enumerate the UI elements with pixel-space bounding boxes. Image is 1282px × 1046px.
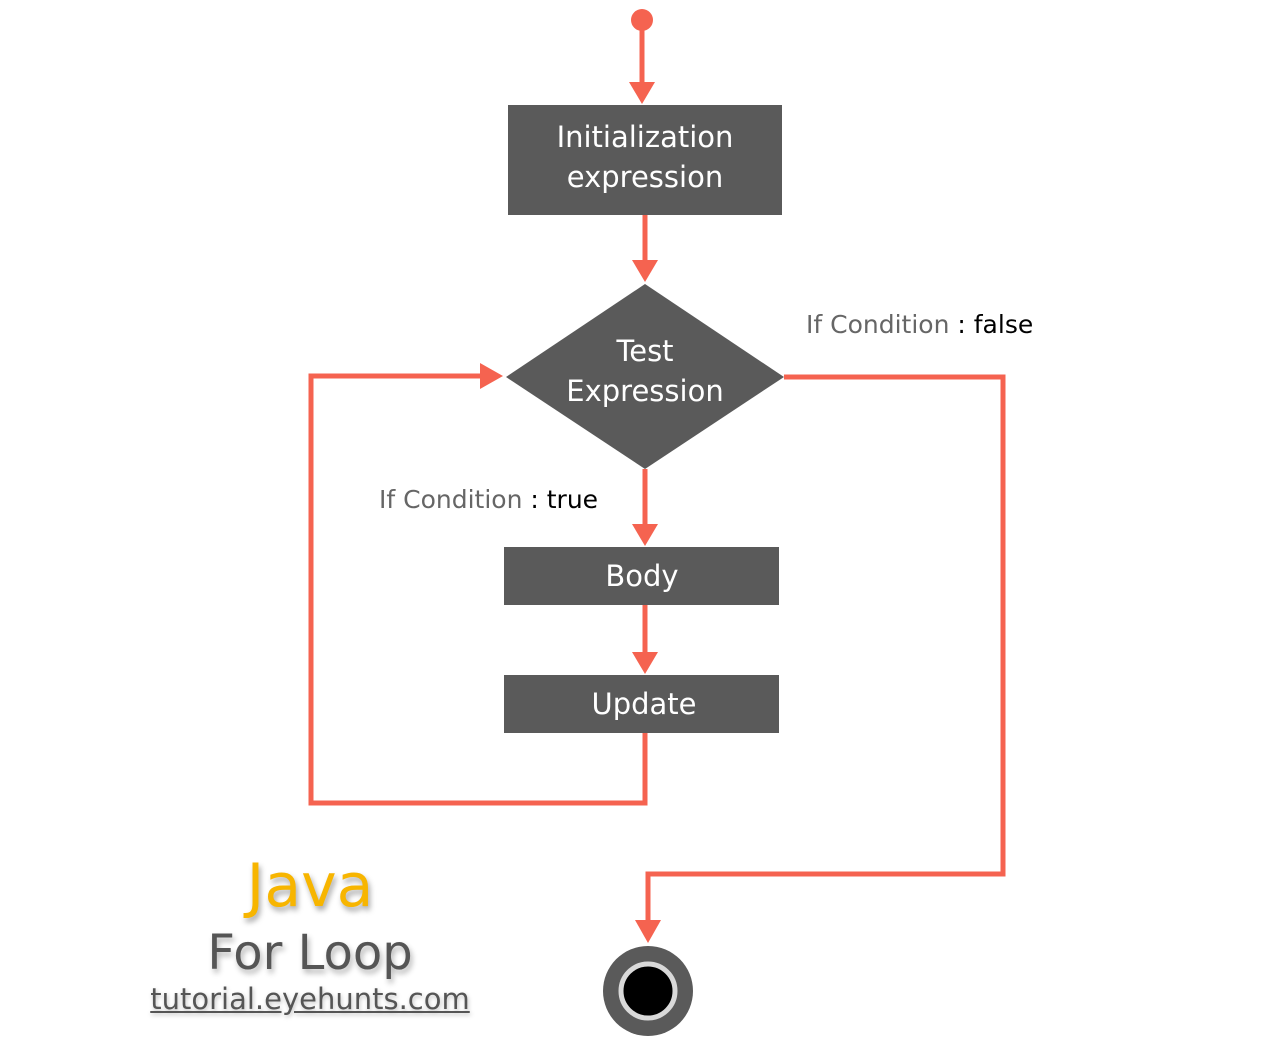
edge-false-branch bbox=[645, 374, 1006, 922]
init-node-line1: Initialization bbox=[557, 120, 734, 154]
update-node-label: Update bbox=[591, 687, 696, 721]
end-node bbox=[603, 946, 693, 1036]
false-branch-value: false bbox=[974, 310, 1033, 339]
test-node: Test Expression bbox=[506, 284, 784, 469]
true-branch-condition: If Condition bbox=[379, 485, 522, 514]
false-branch-separator: : bbox=[949, 310, 973, 339]
arrowhead-init bbox=[629, 82, 655, 104]
update-node: Update bbox=[504, 675, 779, 733]
watermark: Java For Loop tutorial.eyehunts.com bbox=[150, 848, 470, 1016]
test-node-line1: Test bbox=[615, 334, 673, 368]
arrowhead-test bbox=[632, 260, 658, 282]
watermark-url: tutorial.eyehunts.com bbox=[150, 982, 470, 1016]
false-branch-label: If Condition : false bbox=[806, 310, 1033, 339]
true-branch-value: true bbox=[547, 485, 598, 514]
body-node: Body bbox=[504, 547, 779, 605]
true-branch-separator: : bbox=[522, 485, 546, 514]
false-branch-condition: If Condition bbox=[806, 310, 949, 339]
watermark-subtitle: For Loop bbox=[207, 925, 413, 981]
arrowhead-end bbox=[635, 920, 661, 943]
true-branch-label: If Condition : true bbox=[379, 485, 598, 514]
arrowhead-update bbox=[632, 652, 658, 674]
body-node-label: Body bbox=[605, 559, 678, 593]
watermark-title: Java bbox=[246, 851, 374, 921]
init-node: Initialization expression bbox=[508, 105, 782, 215]
arrowhead-loop-back bbox=[480, 363, 503, 389]
arrowhead-body bbox=[632, 524, 658, 546]
test-node-line2: Expression bbox=[566, 374, 723, 408]
edge-update-loop-back bbox=[308, 373, 648, 806]
init-node-line2: expression bbox=[567, 160, 723, 194]
start-node bbox=[631, 9, 653, 31]
